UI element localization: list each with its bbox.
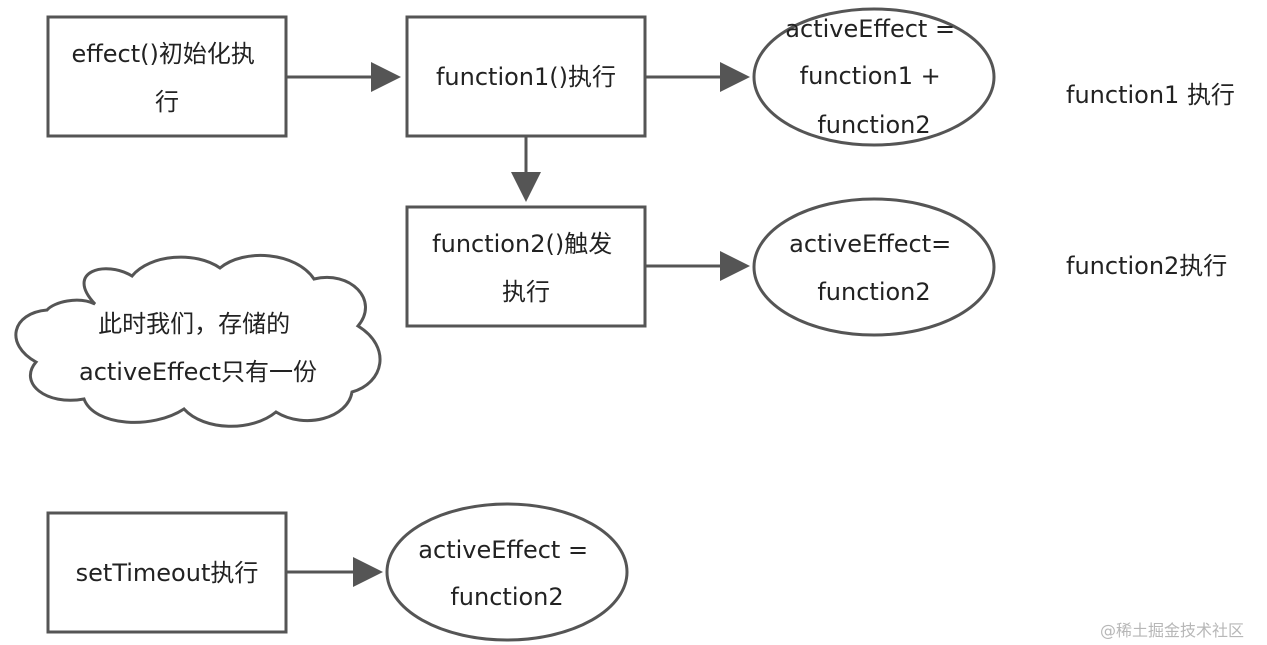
arrows bbox=[287, 62, 750, 587]
box-function1-exec: function1()执行 bbox=[405, 15, 647, 138]
watermark-label: @稀土掘金技术社区 bbox=[1100, 621, 1244, 640]
function2-exec-side-label: function2执行 bbox=[1066, 252, 1227, 280]
ellipse-active-effect-1: activeEffect = function1 + function2 bbox=[752, 7, 996, 147]
ellipse-active-effect-3-line-1: activeEffect = bbox=[418, 536, 588, 564]
box-settimeout-exec-shape bbox=[46, 511, 288, 634]
box-effect-init-line-2: 行 bbox=[155, 88, 179, 116]
ellipse-active-effect-1-line-1: activeEffect = bbox=[785, 15, 955, 43]
ellipse-active-effect-2-line-2: function2 bbox=[817, 278, 930, 306]
box-function1-exec-text: function1()执行 bbox=[436, 63, 616, 91]
box-settimeout-exec: setTimeout执行 bbox=[46, 511, 288, 634]
ellipse-active-effect-1-line-2: function1 + bbox=[800, 62, 941, 90]
cloud-note-text: 此时我们，存储的 activeEffect只有一份 bbox=[79, 310, 317, 386]
box-function2-trigger-line-1: function2()触发 bbox=[432, 230, 612, 258]
cloud-note-line-1: 此时我们，存储的 bbox=[98, 310, 290, 338]
box-function2-trigger-text: function2()触发 执行 bbox=[432, 230, 620, 306]
box-effect-init-shape bbox=[46, 15, 288, 138]
cloud-shape bbox=[14, 254, 382, 428]
ellipse-active-effect-3: activeEffect = function2 bbox=[385, 502, 629, 642]
ellipse-active-effect-2: activeEffect= function2 bbox=[752, 197, 996, 337]
ellipse-active-effect-2-text: activeEffect= function2 bbox=[789, 230, 959, 306]
ellipse-active-effect-3-line-2: function2 bbox=[450, 583, 563, 611]
box-settimeout-exec-text: setTimeout执行 bbox=[76, 559, 259, 587]
ellipse-active-effect-1-text: activeEffect = function1 + function2 bbox=[785, 15, 962, 139]
cloud-note: 此时我们，存储的 activeEffect只有一份 bbox=[14, 254, 382, 428]
cloud-note-line-2: activeEffect只有一份 bbox=[79, 358, 317, 386]
ellipse-active-effect-3-text: activeEffect = function2 bbox=[418, 536, 595, 611]
box-function2-trigger-line-2: 执行 bbox=[502, 278, 550, 306]
ellipse-active-effect-2-line-1: activeEffect= bbox=[789, 230, 951, 258]
box-function2-trigger-shape bbox=[405, 205, 647, 328]
ellipse-active-effect-1-shape bbox=[752, 7, 996, 147]
ellipse-active-effect-1-line-3: function2 bbox=[817, 111, 930, 139]
box-effect-init: effect()初始化执 行 bbox=[46, 15, 288, 138]
box-function1-exec-shape bbox=[405, 15, 647, 138]
function1-exec-side-label: function1 执行 bbox=[1066, 81, 1235, 109]
ellipse-active-effect-3-shape bbox=[385, 502, 629, 642]
box-effect-init-line-1: effect()初始化执 bbox=[71, 40, 254, 68]
ellipse-active-effect-2-shape bbox=[752, 197, 996, 337]
box-function2-trigger: function2()触发 执行 bbox=[405, 205, 647, 328]
box-effect-init-text: effect()初始化执 行 bbox=[71, 40, 262, 116]
box-function1-exec-line-1: function1()执行 bbox=[436, 63, 616, 91]
box-settimeout-exec-line-1: setTimeout执行 bbox=[76, 559, 259, 587]
